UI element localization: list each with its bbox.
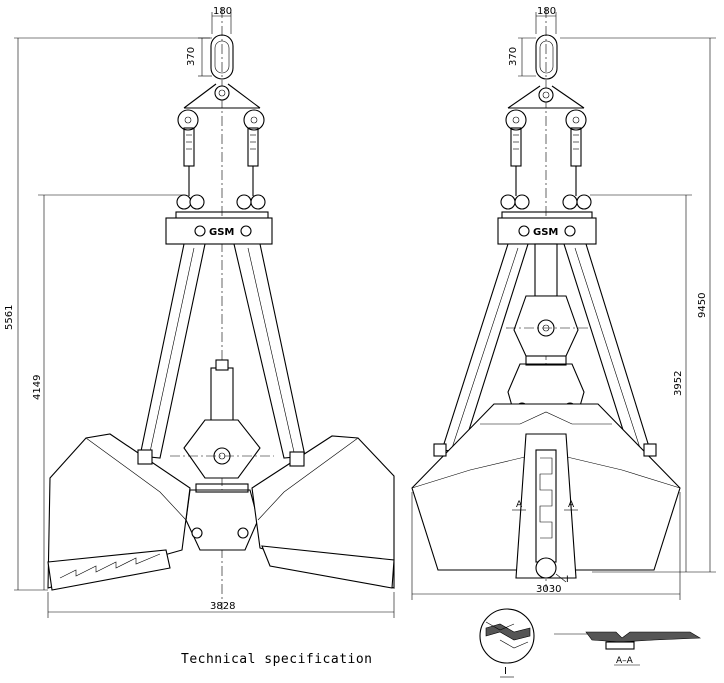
left-overall-height-dim: 5561 (4, 305, 15, 330)
caption-technical-specification: Technical specification (181, 652, 373, 667)
right-closed-height-dim: 3952 (673, 371, 684, 396)
right-height-dim: 9450 (697, 293, 708, 318)
section-mark-right: A (568, 500, 575, 510)
detail-view-I: I (479, 608, 535, 678)
left-open-width-dim: 3828 (210, 601, 235, 612)
detail-mark: I (566, 575, 569, 585)
section-view-A-A: A–A (554, 631, 702, 666)
left-brand-mark: GSM (209, 227, 234, 238)
right-view-closed-grab: 180 370 GSM (411, 6, 716, 600)
left-body-height-dim: 4149 (32, 375, 43, 400)
section-label: A–A (616, 656, 634, 666)
section-mark-left: A (516, 500, 523, 510)
right-closed-width-dim: 3030 (536, 584, 561, 595)
detail-label: I (504, 666, 507, 677)
left-eye-height-dim: 370 (186, 47, 197, 66)
left-view-open-grab: 180 370 (4, 6, 395, 618)
right-brand-mark: GSM (533, 227, 558, 238)
right-eye-width-dim: 180 (537, 6, 556, 17)
left-eye-width-dim: 180 (213, 6, 232, 17)
right-eye-height-dim: 370 (508, 47, 519, 66)
